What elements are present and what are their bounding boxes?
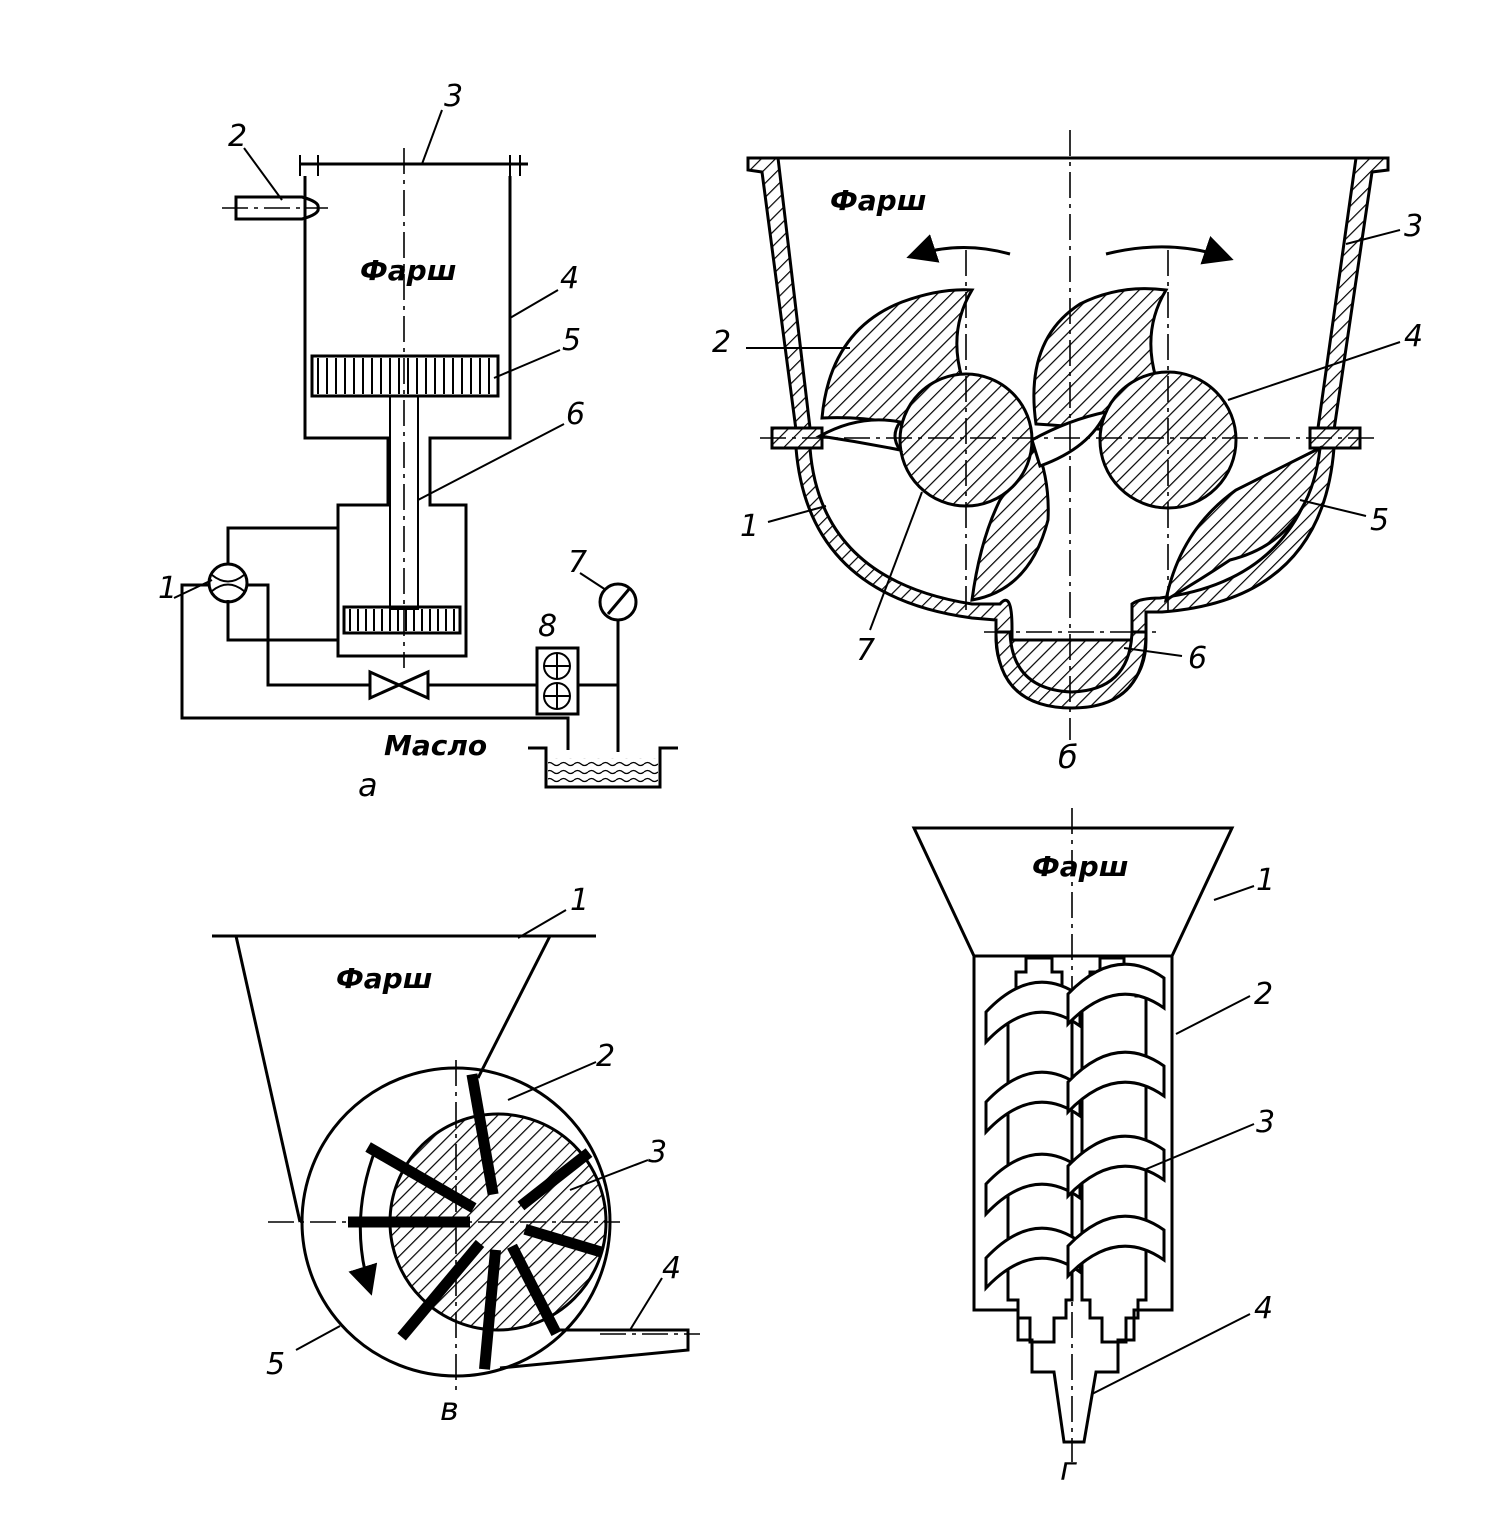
callout-a-8: 8 xyxy=(538,609,557,644)
vane-blade xyxy=(507,1243,562,1336)
panel-b: Фарш б 2 3 4 5 1 6 7 xyxy=(712,130,1423,776)
screw-flight xyxy=(1066,962,1166,1028)
callout-b-5: 5 xyxy=(1370,503,1389,538)
screw-flights xyxy=(984,962,1166,1292)
panel-a: Фарш Масло а 1 2 3 4 5 6 7 8 xyxy=(158,79,678,804)
caption-v: в xyxy=(440,1390,459,1428)
hopper-g xyxy=(911,826,1235,958)
outlet-nozzle-v xyxy=(499,1328,690,1370)
callout-b-4: 4 xyxy=(1404,319,1423,354)
screw-flight xyxy=(984,1152,1082,1218)
callout-g-3: 3 xyxy=(1256,1105,1275,1140)
callout-v-2: 2 xyxy=(596,1039,615,1074)
farsh-label-v: Фарш xyxy=(336,962,432,995)
screw-flight xyxy=(984,980,1082,1046)
farsh-label-a: Фарш xyxy=(360,254,456,287)
vane-blade xyxy=(466,1073,499,1196)
pump-to-gauge-line xyxy=(578,683,620,752)
rotation-arrow-v xyxy=(348,1147,378,1296)
callout-v-3: 3 xyxy=(648,1135,667,1170)
callout-g-2: 2 xyxy=(1254,977,1273,1012)
rotation-arrow-left xyxy=(906,234,1011,263)
callout-b-1: 1 xyxy=(740,509,759,544)
screw-flight xyxy=(1066,1050,1166,1116)
distributor-valve xyxy=(207,562,249,604)
callout-a-6: 6 xyxy=(566,397,585,432)
oil-tank xyxy=(528,746,678,789)
upper-rotor xyxy=(310,354,500,398)
drain-line xyxy=(180,583,570,750)
vane-blade xyxy=(397,1239,485,1341)
callout-a-5: 5 xyxy=(562,323,581,358)
callout-v-5: 5 xyxy=(266,1347,285,1382)
callout-g-4: 4 xyxy=(1254,1291,1273,1326)
callout-b-2: 2 xyxy=(712,325,731,360)
shaft xyxy=(389,395,419,610)
callout-v-4: 4 xyxy=(662,1251,681,1286)
screw-flight xyxy=(984,1070,1082,1136)
caption-g: г xyxy=(1060,1450,1077,1488)
rotation-arrow-right xyxy=(1105,236,1234,265)
vane-blade xyxy=(523,1223,605,1258)
pressure-gauge-icon xyxy=(598,582,638,622)
panel-v: Фарш в 1 2 3 4 5 xyxy=(212,883,700,1428)
vane-blade xyxy=(517,1148,593,1211)
maslo-label: Масло xyxy=(384,729,487,762)
callout-a-7: 7 xyxy=(568,545,587,580)
callout-b-7: 7 xyxy=(856,633,875,668)
return-line xyxy=(246,583,537,687)
hopper-wall-left xyxy=(746,156,812,432)
callout-a-3: 3 xyxy=(444,79,463,114)
screw-housing xyxy=(972,956,1174,1444)
hopper-wall-right xyxy=(1316,156,1390,432)
screw-flight xyxy=(1066,1134,1166,1200)
callout-a-4: 4 xyxy=(560,261,579,296)
callout-v-1: 1 xyxy=(570,883,589,918)
hydraulic-line-upper xyxy=(226,526,338,565)
farsh-label-g: Фарш xyxy=(1032,850,1128,883)
callout-a-2: 2 xyxy=(228,119,247,154)
lower-rotor xyxy=(342,605,462,635)
oil-pump xyxy=(535,646,580,716)
callout-g-1: 1 xyxy=(1256,863,1275,898)
vane-blade xyxy=(479,1249,502,1370)
farsh-label-b: Фарш xyxy=(830,184,926,217)
caption-a: а xyxy=(358,766,378,804)
callout-b-3: 3 xyxy=(1404,209,1423,244)
panel-g: Фарш г 1 2 3 4 xyxy=(911,808,1275,1488)
callout-a-1: 1 xyxy=(158,571,177,606)
screw-flight xyxy=(984,1226,1082,1292)
valve-symbol xyxy=(368,669,430,701)
hopper-housing xyxy=(303,176,512,658)
hydraulic-line-lower xyxy=(226,600,338,642)
callout-b-6: 6 xyxy=(1188,641,1207,676)
screw-flight xyxy=(1066,1214,1166,1280)
caption-b: б xyxy=(1058,738,1078,776)
